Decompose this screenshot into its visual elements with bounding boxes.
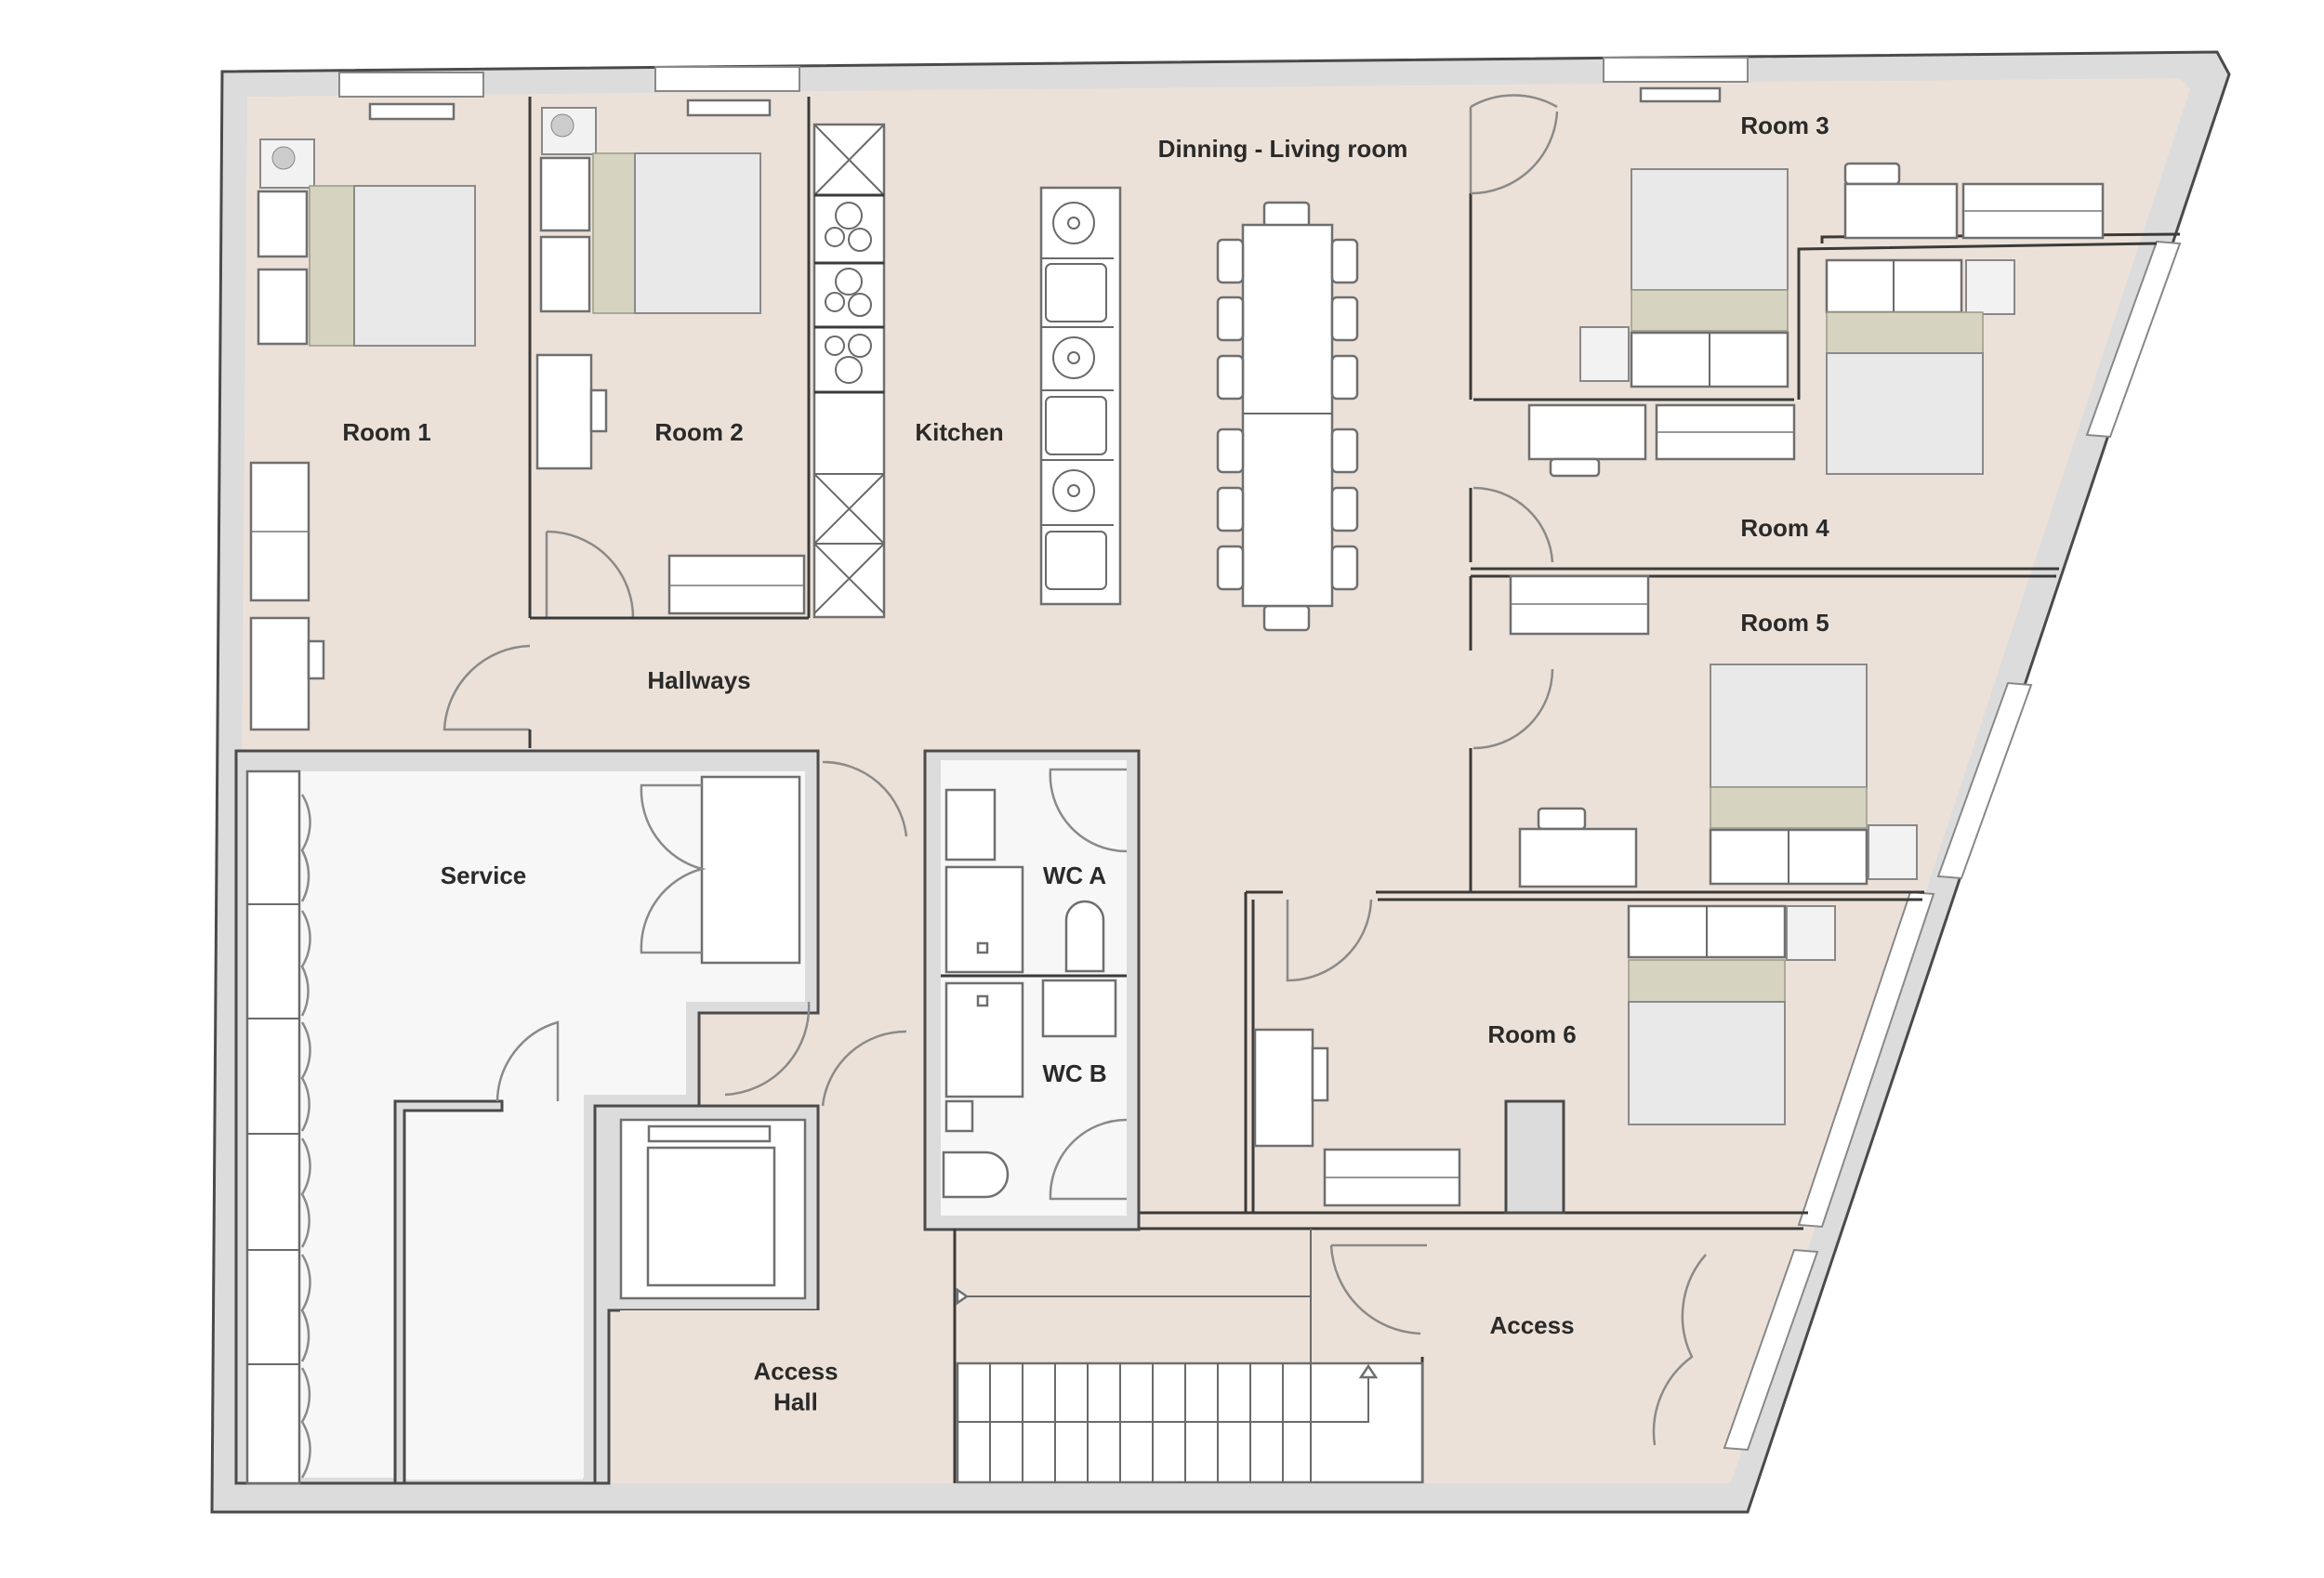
kitchen-counter (812, 123, 886, 619)
elevator (593, 1104, 955, 1485)
right-windows (1723, 240, 2182, 1452)
stair-treads (989, 1363, 1312, 1483)
label-wc-b: WC B (1042, 1059, 1107, 1087)
label-access: Access (1489, 1310, 1575, 1339)
label-room-6: Room 6 (1487, 1019, 1577, 1048)
label-room-1: Room 1 (342, 417, 431, 446)
label-service: Service (440, 861, 527, 889)
label-room-2: Room 2 (654, 417, 744, 446)
top-windows (338, 57, 1749, 98)
room-2 (530, 97, 811, 620)
room-1 (249, 97, 532, 731)
stairs (953, 1229, 1707, 1484)
label-room-3: Room 3 (1740, 111, 1829, 139)
label-access-hall: Access Hall (753, 1357, 838, 1417)
service-area (234, 749, 820, 1485)
hallway-doors (442, 644, 532, 748)
label-access-hall-line1: Access (753, 1357, 838, 1386)
label-wc-a: WC A (1042, 861, 1107, 889)
label-room-4: Room 4 (1740, 513, 1829, 542)
room-4-furniture (1527, 258, 2015, 478)
label-kitchen: Kitchen (915, 417, 1004, 446)
room-3-furniture (1579, 86, 2105, 388)
kitchen-island (1039, 186, 1122, 606)
label-hallways: Hallways (647, 665, 751, 694)
room-6-furniture (1253, 904, 1836, 1207)
label-access-hall-line2: Hall (773, 1387, 818, 1415)
label-dining-living-room: Dinning - Living room (1157, 134, 1408, 163)
wc-block (821, 749, 1141, 1231)
label-room-5: Room 5 (1740, 608, 1829, 637)
dining-table (1216, 201, 1359, 632)
right-wing-walls (925, 94, 2181, 1230)
room-5-furniture (1509, 574, 1918, 888)
